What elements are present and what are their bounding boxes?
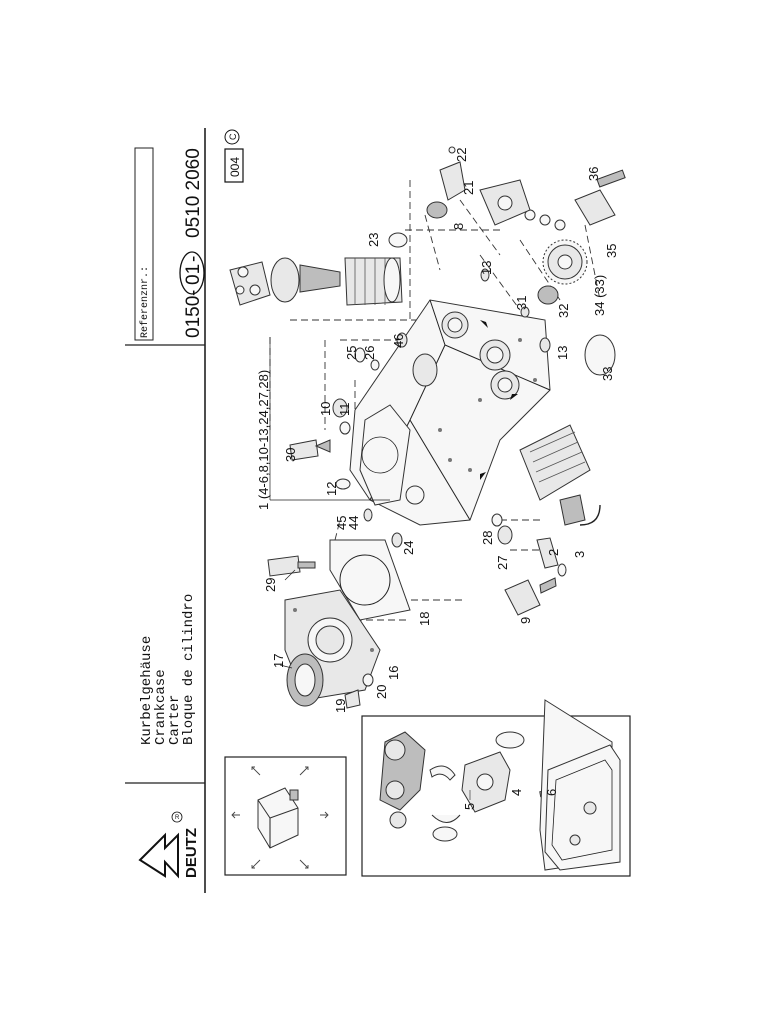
svg-text:01: 01 xyxy=(183,264,204,285)
thrust-washer-bottom xyxy=(432,826,458,842)
svg-text:5: 5 xyxy=(462,803,477,810)
svg-text:12: 12 xyxy=(324,482,339,496)
injection-pump xyxy=(519,424,601,526)
svg-text:-: - xyxy=(183,290,204,296)
bearing-shell-top xyxy=(429,765,456,781)
copyright-mark: C xyxy=(224,129,240,145)
svg-text:32: 32 xyxy=(556,304,571,318)
svg-text:6: 6 xyxy=(544,789,559,796)
svg-text:R: R xyxy=(175,815,180,821)
svg-text:19: 19 xyxy=(333,699,348,713)
svg-text:44: 44 xyxy=(346,516,361,530)
svg-text:22: 22 xyxy=(454,148,469,162)
svg-text:23: 23 xyxy=(366,233,381,247)
svg-text:DEUTZ: DEUTZ xyxy=(183,828,200,878)
cover-gasket xyxy=(329,539,411,621)
rear-gasket xyxy=(359,404,411,506)
title-spanish: Bloque de cilindro xyxy=(181,594,197,745)
piston-cylinder-group xyxy=(229,257,403,306)
svg-text:30: 30 xyxy=(283,448,298,462)
thrust-washer-top xyxy=(495,731,525,749)
title-block xyxy=(125,128,206,893)
svg-text:17: 17 xyxy=(271,654,286,668)
svg-text:-: - xyxy=(183,256,204,262)
seal-ring xyxy=(286,653,324,707)
svg-text:13: 13 xyxy=(479,261,494,275)
svg-text:35: 35 xyxy=(604,244,619,258)
svg-text:21: 21 xyxy=(461,181,476,195)
svg-text:36: 36 xyxy=(586,167,601,181)
svg-text:24: 24 xyxy=(401,541,416,555)
part-number: 0150 - 01 - 0510 2060 xyxy=(179,148,205,338)
svg-text:11: 11 xyxy=(337,403,352,417)
svg-text:28: 28 xyxy=(480,531,495,545)
svg-text:9: 9 xyxy=(518,617,533,624)
svg-text:0510 2060: 0510 2060 xyxy=(183,148,204,238)
title-english: Crankcase xyxy=(153,669,169,745)
deutz-logo: DEUTZ R xyxy=(138,811,200,879)
svg-text:33: 33 xyxy=(600,367,615,381)
svg-text:2: 2 xyxy=(546,549,561,556)
page-number-box: 004 xyxy=(224,148,244,183)
svg-text:34 (33): 34 (33) xyxy=(592,275,607,316)
leader-lines xyxy=(269,337,390,669)
svg-text:4: 4 xyxy=(509,789,524,796)
svg-text:16: 16 xyxy=(386,666,401,680)
svg-text:Bloque de cilindro: Bloque de cilindro xyxy=(181,594,197,745)
callouts: 1 (4-6,8,10-13,24,27,28) 2 3 8 9 10 11 1… xyxy=(256,148,619,713)
svg-text:10: 10 xyxy=(318,402,333,416)
svg-text:Crankcase: Crankcase xyxy=(153,669,169,745)
part-group-circle xyxy=(179,251,205,295)
svg-text:Kurbelgehäuse: Kurbelgehäuse xyxy=(139,636,155,745)
svg-text:3: 3 xyxy=(572,551,587,558)
inset-crankshaft: 5 4 6 xyxy=(361,699,631,877)
svg-text:004: 004 xyxy=(228,157,242,177)
svg-text:1 (4-6,8,10-13,24,27,28): 1 (4-6,8,10-13,24,27,28) xyxy=(256,370,271,510)
svg-text:26: 26 xyxy=(362,346,377,360)
reference-label: Referenznr.: xyxy=(139,266,151,338)
svg-text:20: 20 xyxy=(374,685,389,699)
oil-pan xyxy=(544,744,621,871)
svg-text:Referenznr.:: Referenznr.: xyxy=(139,266,151,338)
bearing-shell-bottom xyxy=(431,814,461,823)
inset-orientation xyxy=(224,756,347,876)
svg-text:8: 8 xyxy=(451,223,466,230)
svg-text:27: 27 xyxy=(495,556,510,570)
svg-text:29: 29 xyxy=(263,578,278,592)
title-german: Kurbelgehäuse xyxy=(139,636,155,745)
svg-text:25: 25 xyxy=(344,346,359,360)
svg-text:0150: 0150 xyxy=(183,296,204,338)
svg-text:46: 46 xyxy=(391,334,406,348)
title-french: Carter xyxy=(167,695,183,745)
svg-text:18: 18 xyxy=(417,612,432,626)
svg-text:Carter: Carter xyxy=(167,695,183,745)
svg-text:13: 13 xyxy=(555,346,570,360)
svg-text:31: 31 xyxy=(514,296,529,310)
svg-text:C: C xyxy=(228,133,238,140)
small-parts xyxy=(267,146,626,709)
svg-text:45: 45 xyxy=(334,516,349,530)
crankshaft xyxy=(379,731,426,829)
